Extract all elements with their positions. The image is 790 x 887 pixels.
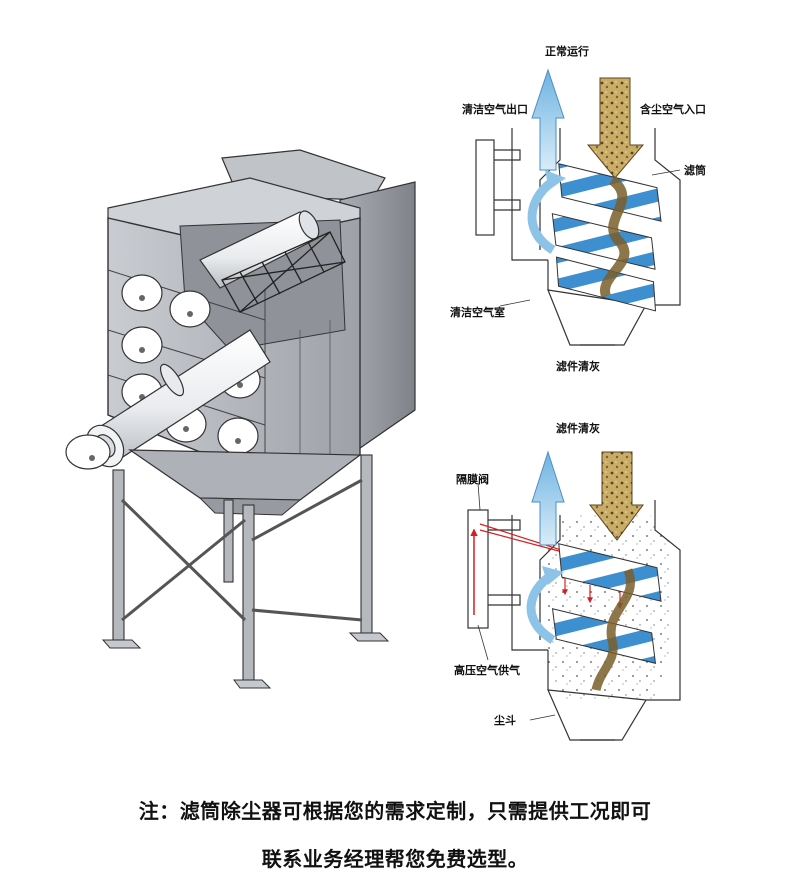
label-clean-air-chamber: 清洁空气室 — [450, 305, 505, 319]
label-dusty-air-inlet: 含尘空气入口 — [639, 102, 706, 116]
footer-note-line-1: 注：滤筒除尘器可根据您的需求定制，只需提供工况即可 — [138, 799, 652, 823]
normal-operation-diagram — [475, 68, 681, 346]
footer-note-line-2: 联系业务经理帮您免费选型。 — [261, 847, 529, 871]
label-filter-cleaning: 滤件清灰 — [556, 359, 600, 373]
label-high-pressure-air: 高压空气供气 — [454, 663, 520, 677]
label-clean-air-outlet: 清洁空气出口 — [462, 102, 528, 116]
label-dust-hopper: 尘斗 — [494, 713, 516, 727]
pulse-cleaning-diagram — [467, 450, 681, 741]
label-normal-operation: 正常运行 — [545, 44, 589, 58]
dust-collector-illustration — [65, 149, 416, 689]
label-diaphragm-valve: 隔膜阀 — [456, 472, 489, 486]
label-cleaning-title: 滤件清灰 — [556, 421, 600, 435]
label-filter-cartridge: 滤筒 — [684, 163, 706, 177]
